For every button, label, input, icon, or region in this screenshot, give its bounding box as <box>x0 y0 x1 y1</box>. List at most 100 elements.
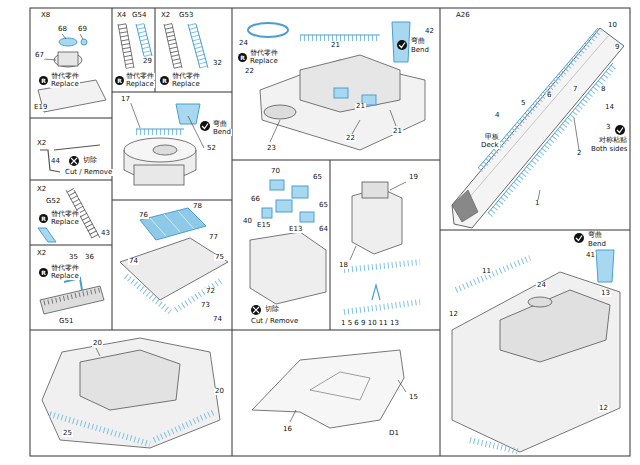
callout-label: 20 <box>214 388 225 395</box>
callout-label: 14 <box>604 104 615 111</box>
callout-label: 74 <box>128 258 139 265</box>
callout-label: 弯曲 <box>587 232 603 239</box>
replace-mark: R <box>160 76 169 85</box>
callout-label: 7 <box>572 86 578 93</box>
hull-drawing <box>452 233 620 452</box>
callout-label: E19 <box>33 104 48 111</box>
callout-label: Bend <box>587 241 607 248</box>
callout-label: 22 <box>244 68 255 75</box>
callout-label: Replace <box>171 81 201 88</box>
callout-label: G53 <box>178 12 194 19</box>
callout-label: 68 <box>57 26 68 33</box>
callout-label: 32 <box>212 60 223 67</box>
callout-label: 24 <box>536 282 547 289</box>
callout-label: 16 <box>282 426 293 433</box>
callout-label: 8 <box>600 86 606 93</box>
callout-label: 12 <box>598 405 609 412</box>
callout-label: X8 <box>40 12 51 19</box>
callout-label: 78 <box>192 203 203 210</box>
part-drawing <box>38 34 106 112</box>
callout-label: 41 <box>585 252 596 259</box>
callout-label: 对称粘贴 <box>598 137 628 144</box>
callout-label: 18 <box>338 262 349 269</box>
callout-label: G51 <box>58 318 74 325</box>
replace-mark: R <box>238 53 247 62</box>
callout-label: X2 <box>36 186 47 193</box>
callout-label: Replace <box>50 81 80 88</box>
callout-label: 21 <box>392 128 403 135</box>
callout-label: 66 <box>250 196 261 203</box>
callout-label: 替代零件 <box>125 73 155 80</box>
callout-label: 弯曲 <box>212 121 228 128</box>
callout-label: 65 <box>312 174 323 181</box>
replace-mark: R <box>39 214 48 223</box>
callout-label: 25 <box>62 430 73 437</box>
callout-label: 3 <box>605 124 611 131</box>
callout-label: 75 <box>214 254 225 261</box>
callout-label: 24 <box>238 40 249 47</box>
callout-label: 4 <box>494 112 500 119</box>
callout-label: 21 <box>330 42 341 49</box>
callout-label: 69 <box>77 26 88 33</box>
callout-label: 73 <box>200 302 211 309</box>
callout-label: 17 <box>120 96 131 103</box>
callout-label: 甲板 <box>484 134 500 141</box>
callout-label: Replace <box>50 273 80 280</box>
callout-label: 65 <box>318 202 329 209</box>
callout-label: Replace <box>125 81 155 88</box>
callout-label: X2 <box>160 12 171 19</box>
callout-label: 23 <box>266 145 277 152</box>
callout-label: 1 <box>534 200 540 207</box>
callout-label: 36 <box>84 254 95 261</box>
callout-label: 12 <box>448 311 459 318</box>
callout-label: 76 <box>138 212 149 219</box>
replace-mark: R <box>115 76 124 85</box>
callout-label: 替代零件 <box>171 73 201 80</box>
block-drawing <box>250 180 326 315</box>
callout-label: 15 <box>408 394 419 401</box>
callout-label: 44 <box>50 158 61 165</box>
callout-label: X2 <box>36 140 47 147</box>
callout-label: 9 <box>614 44 620 51</box>
callout-label: Cut / Remove <box>64 169 113 176</box>
callout-label: Replace <box>50 219 80 226</box>
callout-label: 替代零件 <box>50 211 80 218</box>
ladder-drawing <box>118 24 152 68</box>
callout-label: 21 <box>355 103 366 110</box>
callout-label: G52 <box>45 198 61 205</box>
callout-label: 10 <box>607 22 618 29</box>
callout-label: 40 <box>242 218 253 225</box>
callout-label: A26 <box>455 12 471 19</box>
callout-label: 1 5 6 9 10 11 13 <box>340 320 400 327</box>
callout-label: 2 <box>576 150 582 157</box>
callout-label: 70 <box>270 168 281 175</box>
callout-label: Bend <box>212 129 232 136</box>
callout-label: 20 <box>92 340 103 347</box>
deck-outline-drawing <box>252 350 406 428</box>
replace-mark: R <box>39 76 48 85</box>
panel-frame <box>30 8 630 456</box>
callout-label: 22 <box>345 135 356 142</box>
callout-label: 67 <box>34 52 45 59</box>
replace-mark: R <box>39 268 48 277</box>
callout-label: Replace <box>249 58 279 65</box>
grating-drawing <box>120 208 228 312</box>
callout-label: 29 <box>142 58 153 65</box>
callout-label: Bend <box>410 47 430 54</box>
ladder-drawing <box>164 24 208 68</box>
callout-label: X2 <box>36 250 47 257</box>
callout-label: D1 <box>388 430 400 437</box>
callout-label: 35 <box>68 254 79 261</box>
callout-label: G54 <box>131 12 147 19</box>
callout-label: 64 <box>318 226 329 233</box>
callout-label: 切除 <box>82 157 98 164</box>
callout-label: 6 <box>546 92 552 99</box>
callout-label: 77 <box>208 234 219 241</box>
callout-label: 13 <box>600 290 611 297</box>
callout-label: 11 <box>481 268 492 275</box>
superstructure-drawing <box>42 338 220 448</box>
callout-label: 72 <box>205 288 216 295</box>
callout-label: 52 <box>206 145 217 152</box>
callout-label: Both sides <box>590 146 628 153</box>
callout-label: 5 <box>520 100 526 107</box>
